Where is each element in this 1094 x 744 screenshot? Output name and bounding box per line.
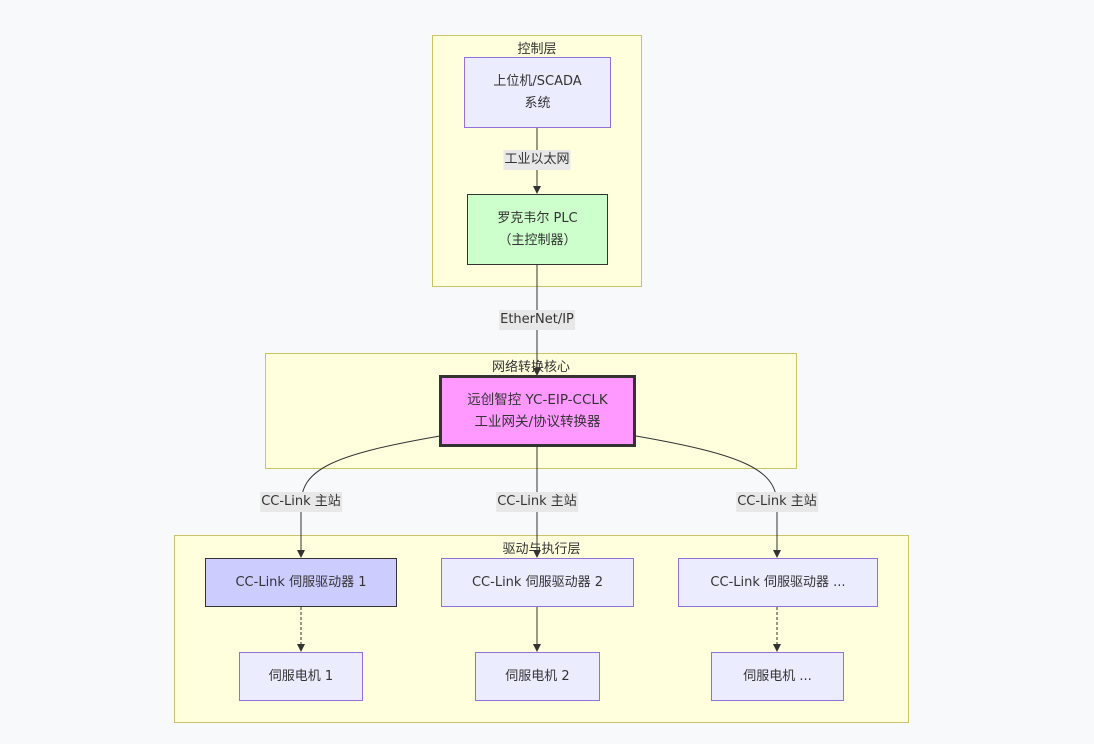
cluster-control-title: 控制层 <box>517 42 557 57</box>
node-scada-system: 上位机/SCADA 系统 <box>464 57 611 128</box>
edge-label-industrial-ethernet: 工业以太网 <box>503 150 571 170</box>
cluster-drive-title: 驱动与执行层 <box>502 542 581 557</box>
node-plc-line-2: （主控制器） <box>498 232 577 248</box>
node-gateway-converter: 远创智控 YC-EIP-CCLK 工业网关/协议转换器 <box>439 375 636 447</box>
node-scada-line-1: 上位机/SCADA <box>493 73 582 89</box>
edge-label-cclink-master-3: CC-Link 主站 <box>736 492 818 512</box>
node-gateway-line-1: 远创智控 YC-EIP-CCLK <box>467 392 608 408</box>
node-servo-motor-2: 伺服电机 2 <box>475 652 600 701</box>
node-gateway-line-2: 工业网关/协议转换器 <box>474 414 601 430</box>
node-plc-line-1: 罗克韦尔 PLC <box>497 210 578 226</box>
edge-label-cclink-master-2: CC-Link 主站 <box>496 492 578 512</box>
cluster-network-title: 网络转换核心 <box>491 360 570 375</box>
edge-label-ethernet-ip: EtherNet/IP <box>499 310 575 330</box>
node-plc-controller: 罗克韦尔 PLC （主控制器） <box>467 194 608 265</box>
node-servo-motor-n: 伺服电机 ... <box>711 652 844 701</box>
node-servo-drive-2: CC-Link 伺服驱动器 2 <box>441 558 634 607</box>
node-servo-drive-1: CC-Link 伺服驱动器 1 <box>205 558 397 607</box>
node-scada-line-2: 系统 <box>524 95 551 111</box>
node-servo-drive-n: CC-Link 伺服驱动器 ... <box>678 558 878 607</box>
node-servo-motor-1: 伺服电机 1 <box>239 652 363 701</box>
edge-label-cclink-master-1: CC-Link 主站 <box>260 492 342 512</box>
